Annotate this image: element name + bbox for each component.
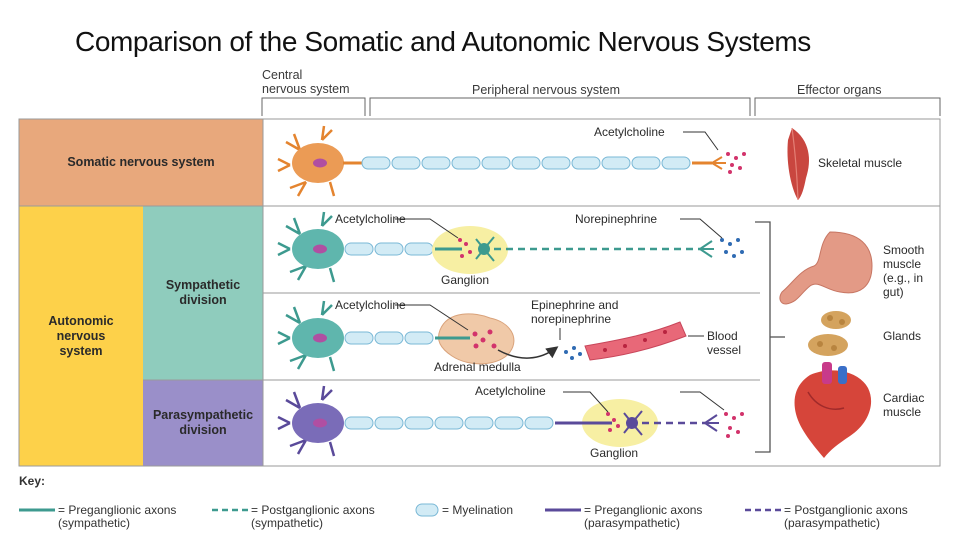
table-grid <box>18 118 941 467</box>
somatic-myelin <box>361 156 691 170</box>
leader-ach-adrenal <box>395 304 469 331</box>
key-item-post-para: = Postganglionic axons (parasympathetic) <box>784 503 908 530</box>
label-autonomic: Autonomic nervous system <box>48 313 114 358</box>
table-border <box>18 118 941 467</box>
para-neuron <box>277 385 344 457</box>
leader-norepi <box>680 218 723 239</box>
header-pns: Peripheral nervous system <box>472 83 620 97</box>
ganglion-para <box>582 399 658 447</box>
bracket-effectors <box>754 97 941 116</box>
para-myelin <box>344 416 554 430</box>
cell-autonomic: Autonomic nervous system <box>19 206 143 466</box>
para-ach-dots <box>724 412 744 438</box>
label-somatic: Somatic nervous system <box>67 155 215 169</box>
stomach-icon <box>779 231 873 305</box>
norepi-dots <box>720 238 744 258</box>
leader-ach-somatic <box>683 131 719 151</box>
heart-icon <box>794 362 872 458</box>
glands-icon <box>808 311 851 356</box>
key-item-post-symp: = Postganglionic axons (sympathetic) <box>251 503 375 530</box>
label-adrenal-medulla: Adrenal medulla <box>434 360 521 374</box>
leader-ach-symp <box>395 218 459 239</box>
label-ach-adrenal: Acetylcholine <box>335 298 406 312</box>
adrenal-arrow <box>497 346 559 359</box>
label-smooth-muscle: Smooth muscle (e.g., in gut) <box>883 243 925 299</box>
key-swatch-myelin <box>415 503 439 517</box>
label-ganglion-symp: Ganglion <box>441 273 490 287</box>
header-cns: Central nervous system <box>262 68 350 96</box>
key-item-pre-symp: = Preganglionic axons (sympathetic) <box>58 503 177 530</box>
label-epi-norepi: Epinephrine and norepinephrine <box>531 298 619 326</box>
label-cardiac-muscle: Cardiac muscle <box>883 391 925 419</box>
adrenal-medulla-icon <box>438 313 515 365</box>
label-ach-symp: Acetylcholine <box>335 212 406 226</box>
label-skeletal-muscle: Skeletal muscle <box>818 156 903 170</box>
bracket-pns <box>369 97 751 116</box>
key-title: Key: <box>19 474 46 488</box>
label-glands: Glands <box>883 329 922 343</box>
header-effectors: Effector organs <box>797 83 882 97</box>
leader-ach-para-1 <box>563 391 609 413</box>
key-item-pre-para: = Preganglionic axons (parasympathetic) <box>584 503 703 530</box>
cell-somatic: Somatic nervous system <box>19 119 263 206</box>
label-sympathetic: Sympathetic division <box>165 278 241 307</box>
leader-ach-para-2 <box>680 391 725 411</box>
cell-sympathetic: Sympathetic division <box>143 206 263 380</box>
blood-vessel-icon <box>584 321 687 361</box>
label-blood-vessel: Blood vessel <box>707 329 742 357</box>
somatic-neuron <box>277 125 362 197</box>
cell-parasympathetic: Parasympathetic division <box>143 380 263 466</box>
label-ach-para: Acetylcholine <box>475 384 546 398</box>
label-ach-somatic: Acetylcholine <box>594 125 665 139</box>
page-title: Comparison of the Somatic and Autonomic … <box>75 26 811 57</box>
symp-neuron-2 <box>277 300 344 372</box>
label-norepinephrine: Norepinephrine <box>575 212 658 226</box>
somatic-terminal <box>711 156 726 170</box>
label-ganglion-para: Ganglion <box>590 446 639 460</box>
skeletal-muscle-icon <box>787 127 810 201</box>
symp-myelin-2 <box>344 331 434 345</box>
bracket-cns <box>261 97 366 116</box>
label-parasympathetic: Parasympathetic division <box>152 408 254 437</box>
somatic-ach-dots <box>726 152 746 174</box>
key-item-myelin: = Myelination <box>442 503 514 517</box>
symp-neuron-1 <box>277 211 344 283</box>
